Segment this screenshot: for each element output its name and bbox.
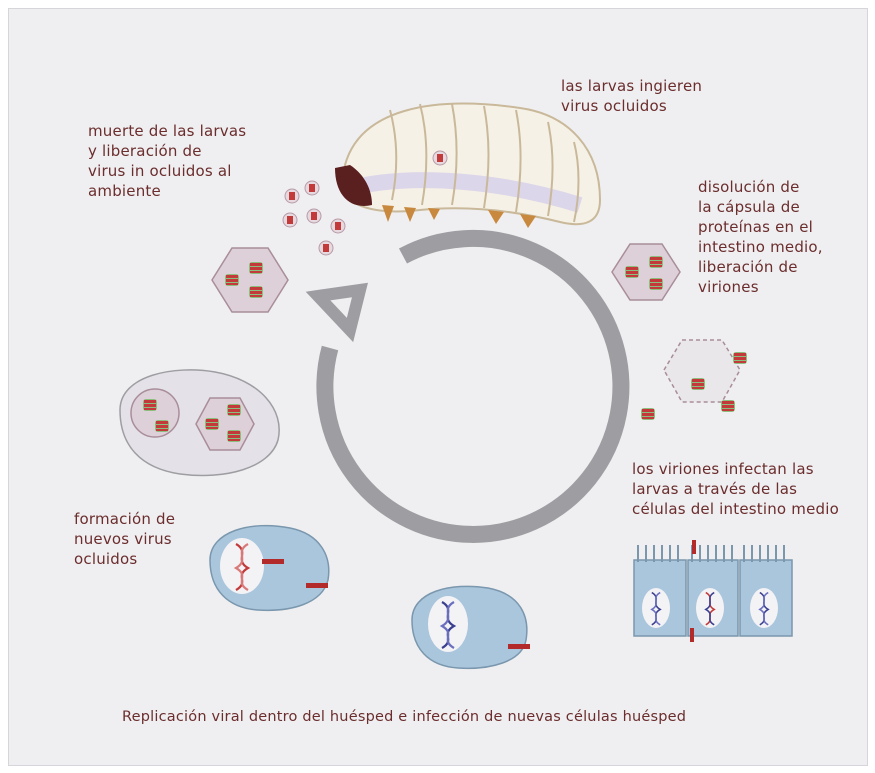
label-larva-death: muerte de las larvas y liberación de vir… bbox=[88, 122, 247, 200]
infected-cell-with-polyhedra bbox=[119, 369, 280, 477]
cycle-arrow bbox=[305, 229, 630, 543]
diagram-caption: Replicación viral dentro del huésped e i… bbox=[122, 709, 687, 725]
label-new-virus-formation: formación de nuevos virus ocluidos bbox=[74, 510, 176, 568]
released-occluded-viruses bbox=[282, 180, 346, 256]
label-virions-infect: los viriones infectan las larvas a travé… bbox=[632, 460, 839, 518]
label-capsule-dissolution: disolución de la cápsula de proteínas en… bbox=[698, 178, 823, 296]
dissolved-capsule bbox=[641, 339, 747, 420]
cell-forming-new-viruses bbox=[209, 524, 330, 612]
occlusion-body-left bbox=[211, 247, 289, 313]
occlusion-body-right bbox=[611, 243, 681, 301]
cell-with-viral-dna bbox=[411, 585, 530, 670]
midgut-epithelial-cells bbox=[633, 540, 793, 642]
label-larvae-ingest: las larvas ingieren virus ocluidos bbox=[561, 77, 703, 115]
larva-illustration bbox=[335, 102, 602, 228]
